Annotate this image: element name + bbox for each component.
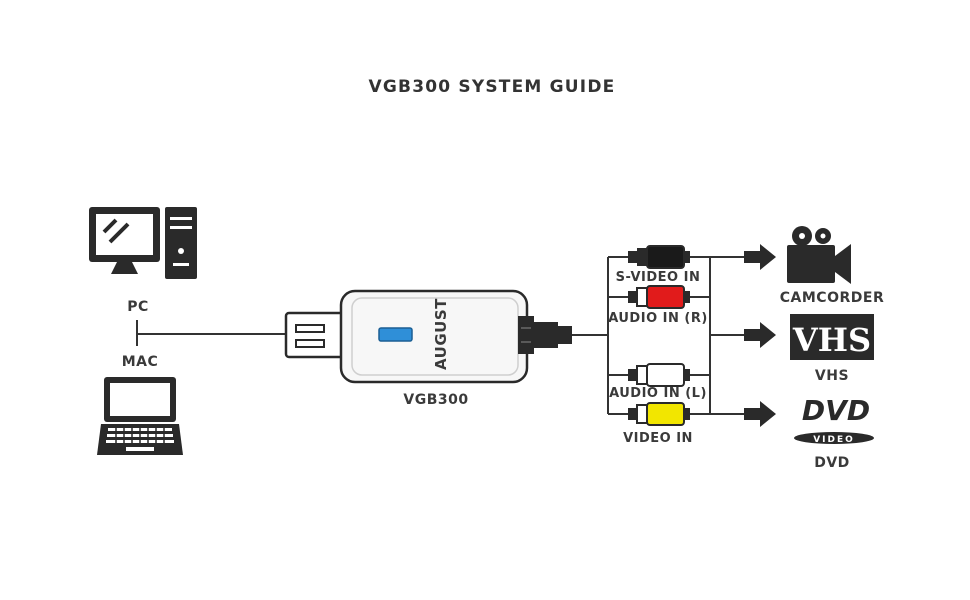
audio-r-plug [628, 285, 690, 309]
device-label: VGB300 [403, 392, 468, 408]
pc-icon [89, 207, 197, 279]
camcorder-icon [787, 226, 851, 284]
arrow-right-icon [744, 322, 776, 348]
svideo-label: S-VIDEO IN [616, 270, 701, 285]
camcorder-label: CAMCORDER [780, 290, 884, 306]
audio-l-label: AUDIO IN (L) [609, 386, 707, 401]
svideo-plug [628, 245, 690, 269]
audio-l-plug [628, 363, 690, 387]
arrow-right-icon [744, 401, 776, 427]
usb-plug [284, 311, 346, 359]
brand-logo: AUGUST [432, 298, 450, 370]
video-label: VIDEO IN [623, 431, 693, 446]
dvd-label: DVD [814, 455, 850, 471]
audio-r-label: AUDIO IN (R) [608, 311, 708, 326]
page-title: VGB300 SYSTEM GUIDE [369, 77, 616, 97]
mac-label: MAC [122, 354, 159, 370]
laptop-icon [97, 377, 183, 455]
dvd-video-text: VIDEO [813, 435, 855, 445]
arrow-right-icon [744, 244, 776, 270]
pc-label: PC [127, 299, 149, 315]
vhs-label: VHS [815, 368, 849, 384]
dvd-logo-text: DVD [802, 394, 870, 427]
video-plug [628, 402, 690, 426]
dvd-logo: DVD VIDEO [794, 394, 874, 445]
vhs-logo: VHS [790, 314, 874, 360]
vgb300-device: AUGUST [284, 289, 572, 384]
status-light [378, 327, 413, 342]
vhs-logo-text: VHS [792, 321, 871, 359]
